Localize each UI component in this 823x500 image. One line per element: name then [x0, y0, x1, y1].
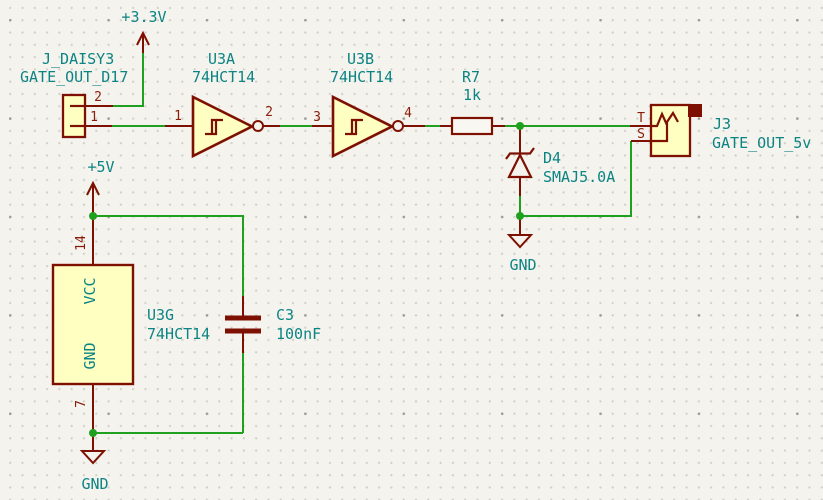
inverter-u3a-symbol[interactable]	[191, 94, 264, 159]
pin-number-jdaisy3-2: 2	[94, 90, 102, 105]
power-5v-symbol[interactable]	[86, 180, 100, 216]
connector-body	[61, 93, 87, 139]
u3a-reference-label[interactable]: U3A	[208, 50, 236, 68]
gnd-left-label[interactable]: GND	[81, 475, 109, 493]
pin-number-u3b-in: 3	[313, 110, 321, 125]
gnd-triangle-icon	[79, 450, 107, 465]
pin-number-u3a-out: 2	[265, 105, 273, 120]
c3-reference-label[interactable]: C3	[276, 306, 295, 324]
inverter-triangle	[191, 94, 255, 159]
resistor-body	[450, 116, 494, 136]
pin-number-u3g-7: 7	[74, 400, 89, 408]
junction-d4-gnd[interactable]	[516, 212, 524, 220]
wire-pin2-to-3v3[interactable]	[113, 53, 144, 107]
u3a-value-label[interactable]: 74HCT14	[192, 68, 256, 86]
jack-tip-contact	[651, 111, 669, 128]
hysteresis-icon	[345, 118, 363, 136]
u3g-value-label[interactable]: 74HCT14	[147, 325, 211, 343]
c3-value-label[interactable]: 100nF	[276, 325, 322, 343]
pin-number-u3a-in: 1	[174, 109, 182, 124]
resistor-r7-symbol[interactable]	[450, 116, 494, 136]
u3b-reference-label[interactable]: U3B	[347, 50, 375, 68]
pin-number-u3b-out: 4	[404, 106, 412, 121]
connector-j-daisy3-symbol[interactable]	[61, 93, 87, 139]
junction-gnd-left[interactable]	[89, 429, 97, 437]
junction-r7-d4[interactable]	[516, 122, 524, 130]
inverter-output-bubble	[392, 120, 404, 132]
jack-sleeve-contact	[651, 110, 679, 143]
pin-name-j3-tip: T	[637, 111, 645, 126]
r7-reference-label[interactable]: R7	[462, 68, 481, 86]
u3g-reference-label[interactable]: U3G	[147, 306, 175, 324]
j-daisy3-reference-label[interactable]: J_DAISY3	[42, 50, 115, 68]
pin-name-u3g-gnd: GND	[81, 342, 99, 370]
jack-corner-block	[688, 104, 702, 117]
pin-name-u3g-vcc: VCC	[81, 277, 99, 305]
jack-j3-symbol[interactable]	[649, 103, 702, 158]
diode-triangle	[507, 152, 533, 179]
inverter-triangle	[331, 94, 395, 159]
gnd-symbol-right[interactable]	[506, 234, 534, 249]
d4-reference-label[interactable]: D4	[543, 149, 562, 167]
pin-name-j3-sleeve: S	[637, 127, 645, 142]
pin-number-u3g-14: 14	[74, 235, 89, 251]
r7-value-label[interactable]: 1k	[463, 86, 482, 104]
ic-power-u3g-symbol[interactable]	[51, 263, 135, 386]
capacitor-c3-symbol[interactable]	[225, 315, 261, 334]
power-5v-label[interactable]: +5V	[87, 158, 115, 176]
wire-gndnode-to-j3sleeve[interactable]	[520, 141, 632, 217]
j3-reference-label[interactable]: J3	[713, 115, 732, 133]
pin-number-jdaisy3-1: 1	[90, 110, 98, 125]
power-3v3-label[interactable]: +3.3V	[121, 8, 167, 26]
tvs-diode-d4-symbol[interactable]	[505, 147, 535, 179]
j3-value-label[interactable]: GATE_OUT_5v	[712, 134, 812, 152]
u3b-value-label[interactable]: 74HCT14	[330, 68, 394, 86]
wire-5v-to-c3[interactable]	[93, 215, 244, 296]
gnd-right-label[interactable]: GND	[509, 256, 537, 274]
d4-value-label[interactable]: SMAJ5.0A	[543, 168, 616, 186]
power-arrow-icon	[86, 180, 100, 196]
gnd-symbol-left[interactable]	[79, 450, 107, 465]
gnd-triangle-icon	[506, 234, 534, 249]
jack-body	[649, 103, 692, 158]
j-daisy3-value-label[interactable]: GATE_OUT_D17	[20, 68, 129, 86]
junction-5v[interactable]	[89, 212, 97, 220]
inverter-u3b-symbol[interactable]	[331, 94, 404, 159]
inverter-output-bubble	[252, 120, 264, 132]
ic-body	[51, 263, 135, 386]
power-arrow-icon	[136, 30, 150, 46]
hysteresis-icon	[205, 118, 223, 136]
power-3v3-symbol[interactable]	[136, 30, 150, 53]
